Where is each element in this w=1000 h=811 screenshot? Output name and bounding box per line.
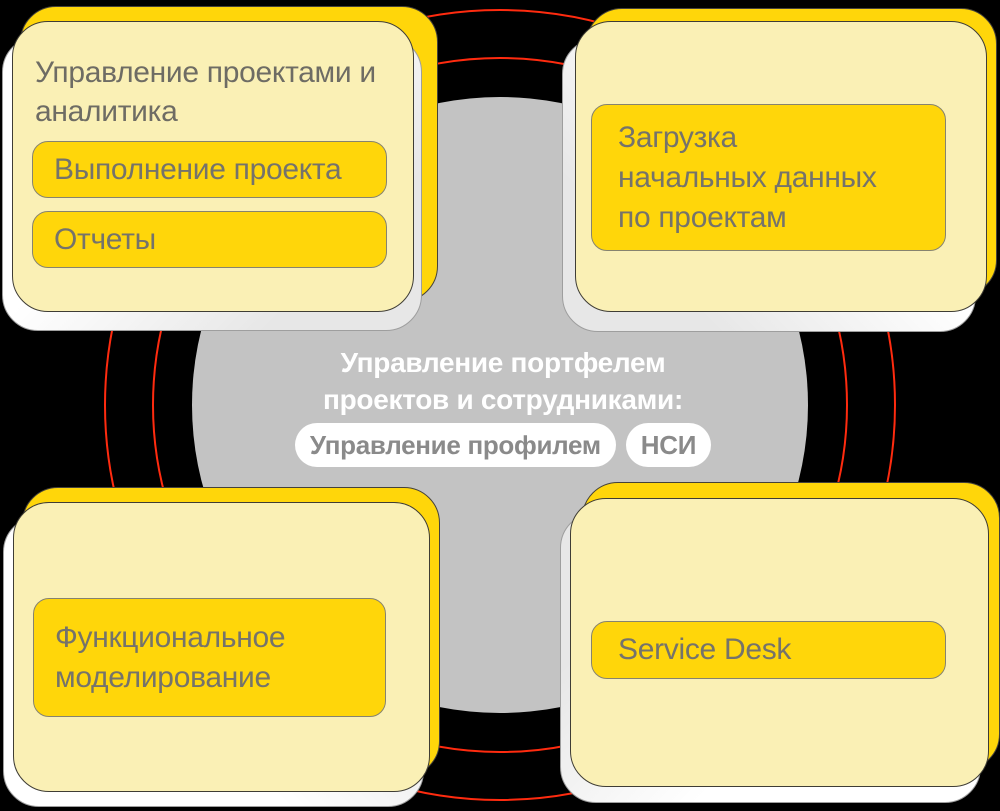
card-functional-modeling: Функциональное моделирование (13, 502, 430, 792)
button-reports[interactable]: Отчеты (32, 211, 387, 268)
button-service-desk[interactable]: Service Desk (591, 621, 946, 679)
button-label: Отчеты (54, 222, 156, 256)
button-label: Service Desk (618, 633, 792, 666)
pill-label: НСИ (640, 429, 697, 460)
card-title: Управление проектами и аналитика (35, 56, 376, 128)
pill-profile-management[interactable]: Управление профилем (294, 423, 616, 467)
button-label: по проектам (618, 200, 787, 234)
button-initial-data-load[interactable]: Загрузка начальных данных по проектам (591, 104, 946, 251)
button-label: начальных данных (618, 160, 877, 194)
button-label: Загрузка (618, 120, 737, 154)
button-label: Выполнение проекта (54, 152, 342, 186)
pill-label: Управление профилем (309, 429, 601, 460)
card-initial-data-load: Загрузка начальных данных по проектам (575, 21, 987, 312)
button-functional-modeling[interactable]: Функциональное моделирование (33, 598, 386, 717)
card-service-desk: Service Desk (570, 498, 989, 787)
card-project-management: Управление проектами и аналитика Выполне… (12, 21, 414, 312)
center-title: Управление портфелем проектов и сотрудни… (323, 347, 683, 415)
orbit-ring-inner (152, 57, 848, 753)
orbit-ring-outer (104, 9, 896, 801)
button-project-execution[interactable]: Выполнение проекта (32, 141, 387, 198)
pill-nsi[interactable]: НСИ (625, 423, 712, 467)
button-label: моделирование (55, 660, 271, 694)
center-pill-row: Управление профилем НСИ (250, 423, 756, 467)
button-label: Функциональное (55, 620, 286, 654)
